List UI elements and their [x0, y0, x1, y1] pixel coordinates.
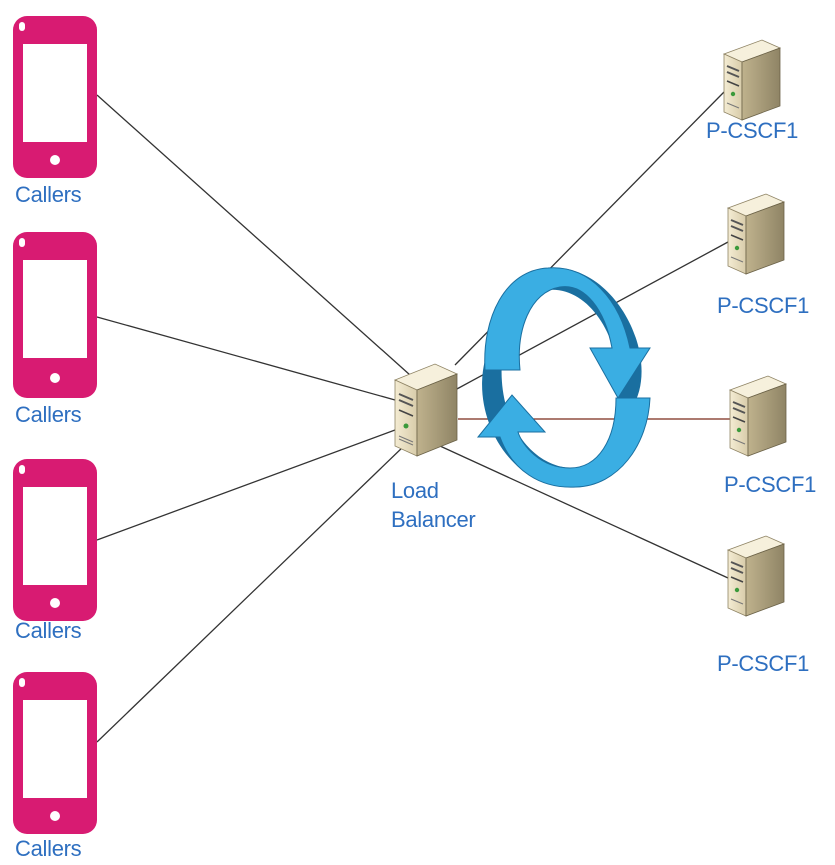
rotation-arrows-icon: [476, 267, 651, 488]
server-tower-icon: [726, 535, 786, 617]
connector-caller-4: [96, 444, 406, 743]
server-tower-icon: [393, 363, 459, 457]
server-tower-icon: [722, 39, 782, 121]
caller-phone-3: [13, 459, 97, 621]
connector-server-4: [439, 445, 729, 579]
pcscf-server-2: [726, 193, 786, 275]
server-label-2: P-CSCF1: [717, 293, 810, 318]
server-label-4: P-CSCF1: [717, 651, 810, 676]
server-tower-icon: [728, 375, 788, 457]
server-label-1: P-CSCF1: [706, 118, 799, 143]
server-label-3: P-CSCF1: [724, 472, 817, 497]
server-tower-icon: [726, 193, 786, 275]
load-balancer-label-line1: Load: [391, 478, 439, 503]
caller-label-2: Callers: [15, 402, 82, 427]
load-balancer-server: [393, 363, 459, 457]
connector-caller-3: [96, 429, 396, 541]
caller-label-4: Callers: [15, 836, 82, 861]
caller-phone-2: [13, 232, 97, 398]
caller-label-3: Callers: [15, 618, 82, 643]
server-connectors: [439, 91, 730, 579]
pcscf-server-4: [726, 535, 786, 617]
caller-phone-1: [13, 16, 97, 178]
load-balancer-label-line2: Balancer: [391, 507, 476, 532]
pcscf-server-1: [722, 39, 782, 121]
connector-caller-2: [96, 316, 396, 401]
caller-label-1: Callers: [15, 182, 82, 207]
caller-phone-4: [13, 672, 97, 834]
connector-caller-1: [96, 94, 411, 376]
caller-connectors: [96, 94, 411, 743]
pcscf-server-3: [728, 375, 788, 457]
